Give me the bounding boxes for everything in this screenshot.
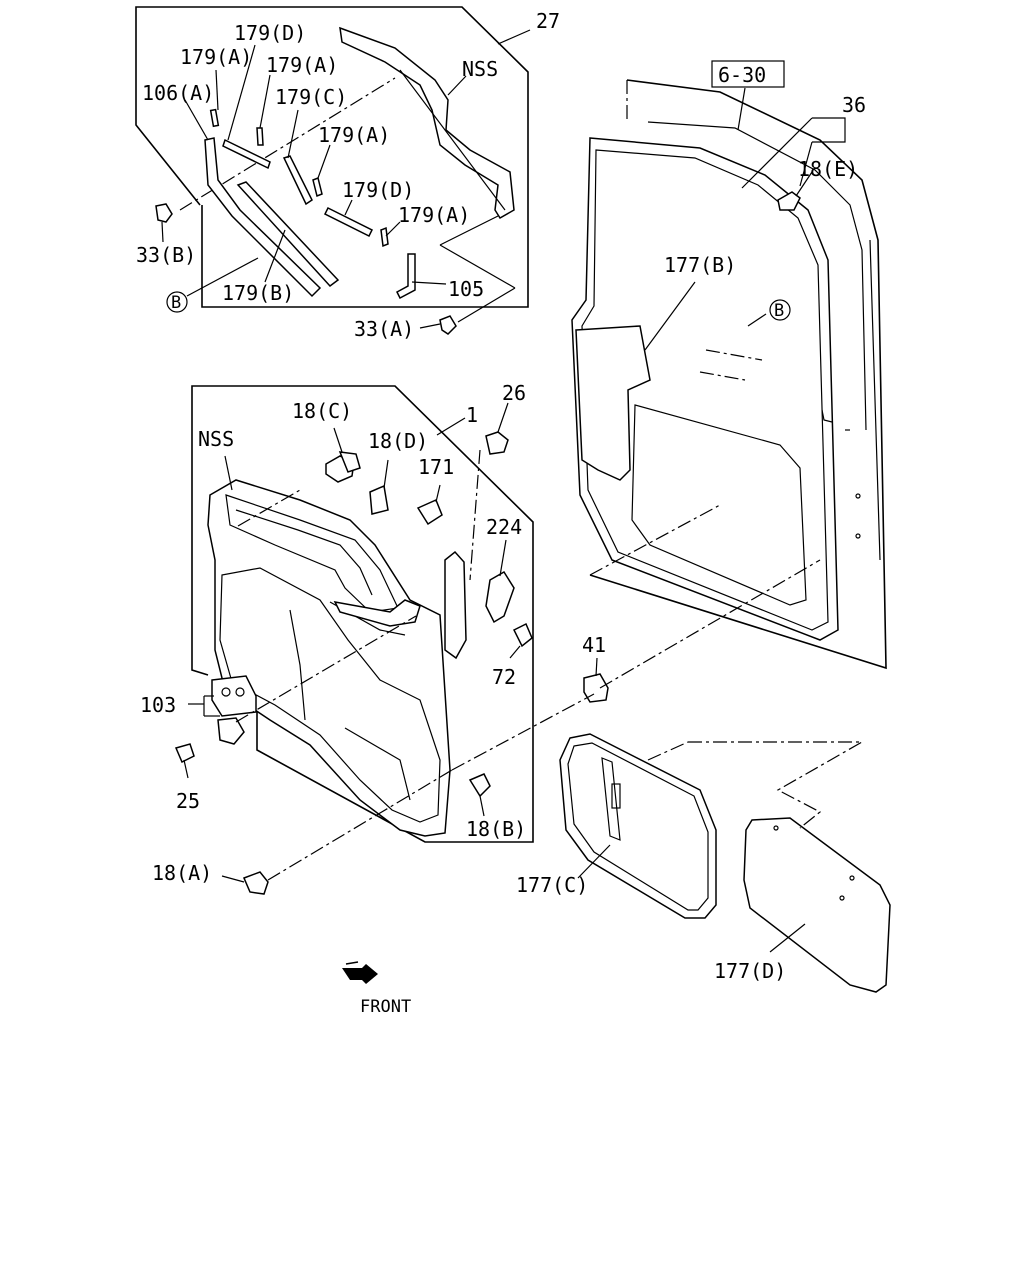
label-6-30: 6-30 [718, 63, 766, 87]
label-179b: 179(B) [222, 281, 294, 305]
weatherstrip-detail-box [135, 6, 531, 335]
label-177c: 177(C) [516, 873, 588, 897]
callout-b-right-circle [769, 299, 791, 321]
label-18e: 18(E) [798, 157, 858, 181]
label-27: 27 [536, 9, 560, 33]
label-177b: 177(B) [664, 253, 736, 277]
label-33b: 33(B) [136, 243, 196, 267]
label-b-right: B [774, 301, 784, 321]
window-parts [559, 733, 891, 993]
label-18d: 18(D) [368, 429, 428, 453]
label-b-top: B [171, 293, 181, 313]
label-179a-1: 179(A) [180, 45, 252, 69]
label-72: 72 [492, 665, 516, 689]
label-25: 25 [176, 789, 200, 813]
label-179d-top: 179(D) [234, 21, 306, 45]
label-103: 103 [140, 693, 176, 717]
door-trim-panel [174, 385, 821, 895]
label-179a-3: 179(A) [318, 123, 390, 147]
label-179a-2: 179(A) [266, 53, 338, 77]
callout-b-top-circle [166, 291, 188, 313]
label-36: 36 [842, 93, 866, 117]
label-41: 41 [582, 633, 606, 657]
door-opening-body [571, 60, 887, 670]
label-18b: 18(B) [466, 817, 526, 841]
label-177d: 177(D) [714, 959, 786, 983]
label-179d-2: 179(D) [342, 178, 414, 202]
label-26: 26 [502, 381, 526, 405]
label-179a-4: 179(A) [398, 203, 470, 227]
label-1: 1 [466, 403, 478, 427]
label-18a: 18(A) [152, 861, 212, 885]
label-18c: 18(C) [292, 399, 352, 423]
label-105: 105 [448, 277, 484, 301]
label-179c: 179(C) [275, 85, 347, 109]
label-106a: 106(A) [142, 81, 214, 105]
label-nss-top: NSS [462, 57, 498, 81]
label-nss-mid: NSS [198, 427, 234, 451]
label-171: 171 [418, 455, 454, 479]
label-224: 224 [486, 515, 522, 539]
label-front: FRONT [360, 997, 411, 1017]
ref-box-6-30 [711, 60, 785, 88]
label-33a: 33(A) [354, 317, 414, 341]
front-arrow-icon [342, 961, 378, 984]
